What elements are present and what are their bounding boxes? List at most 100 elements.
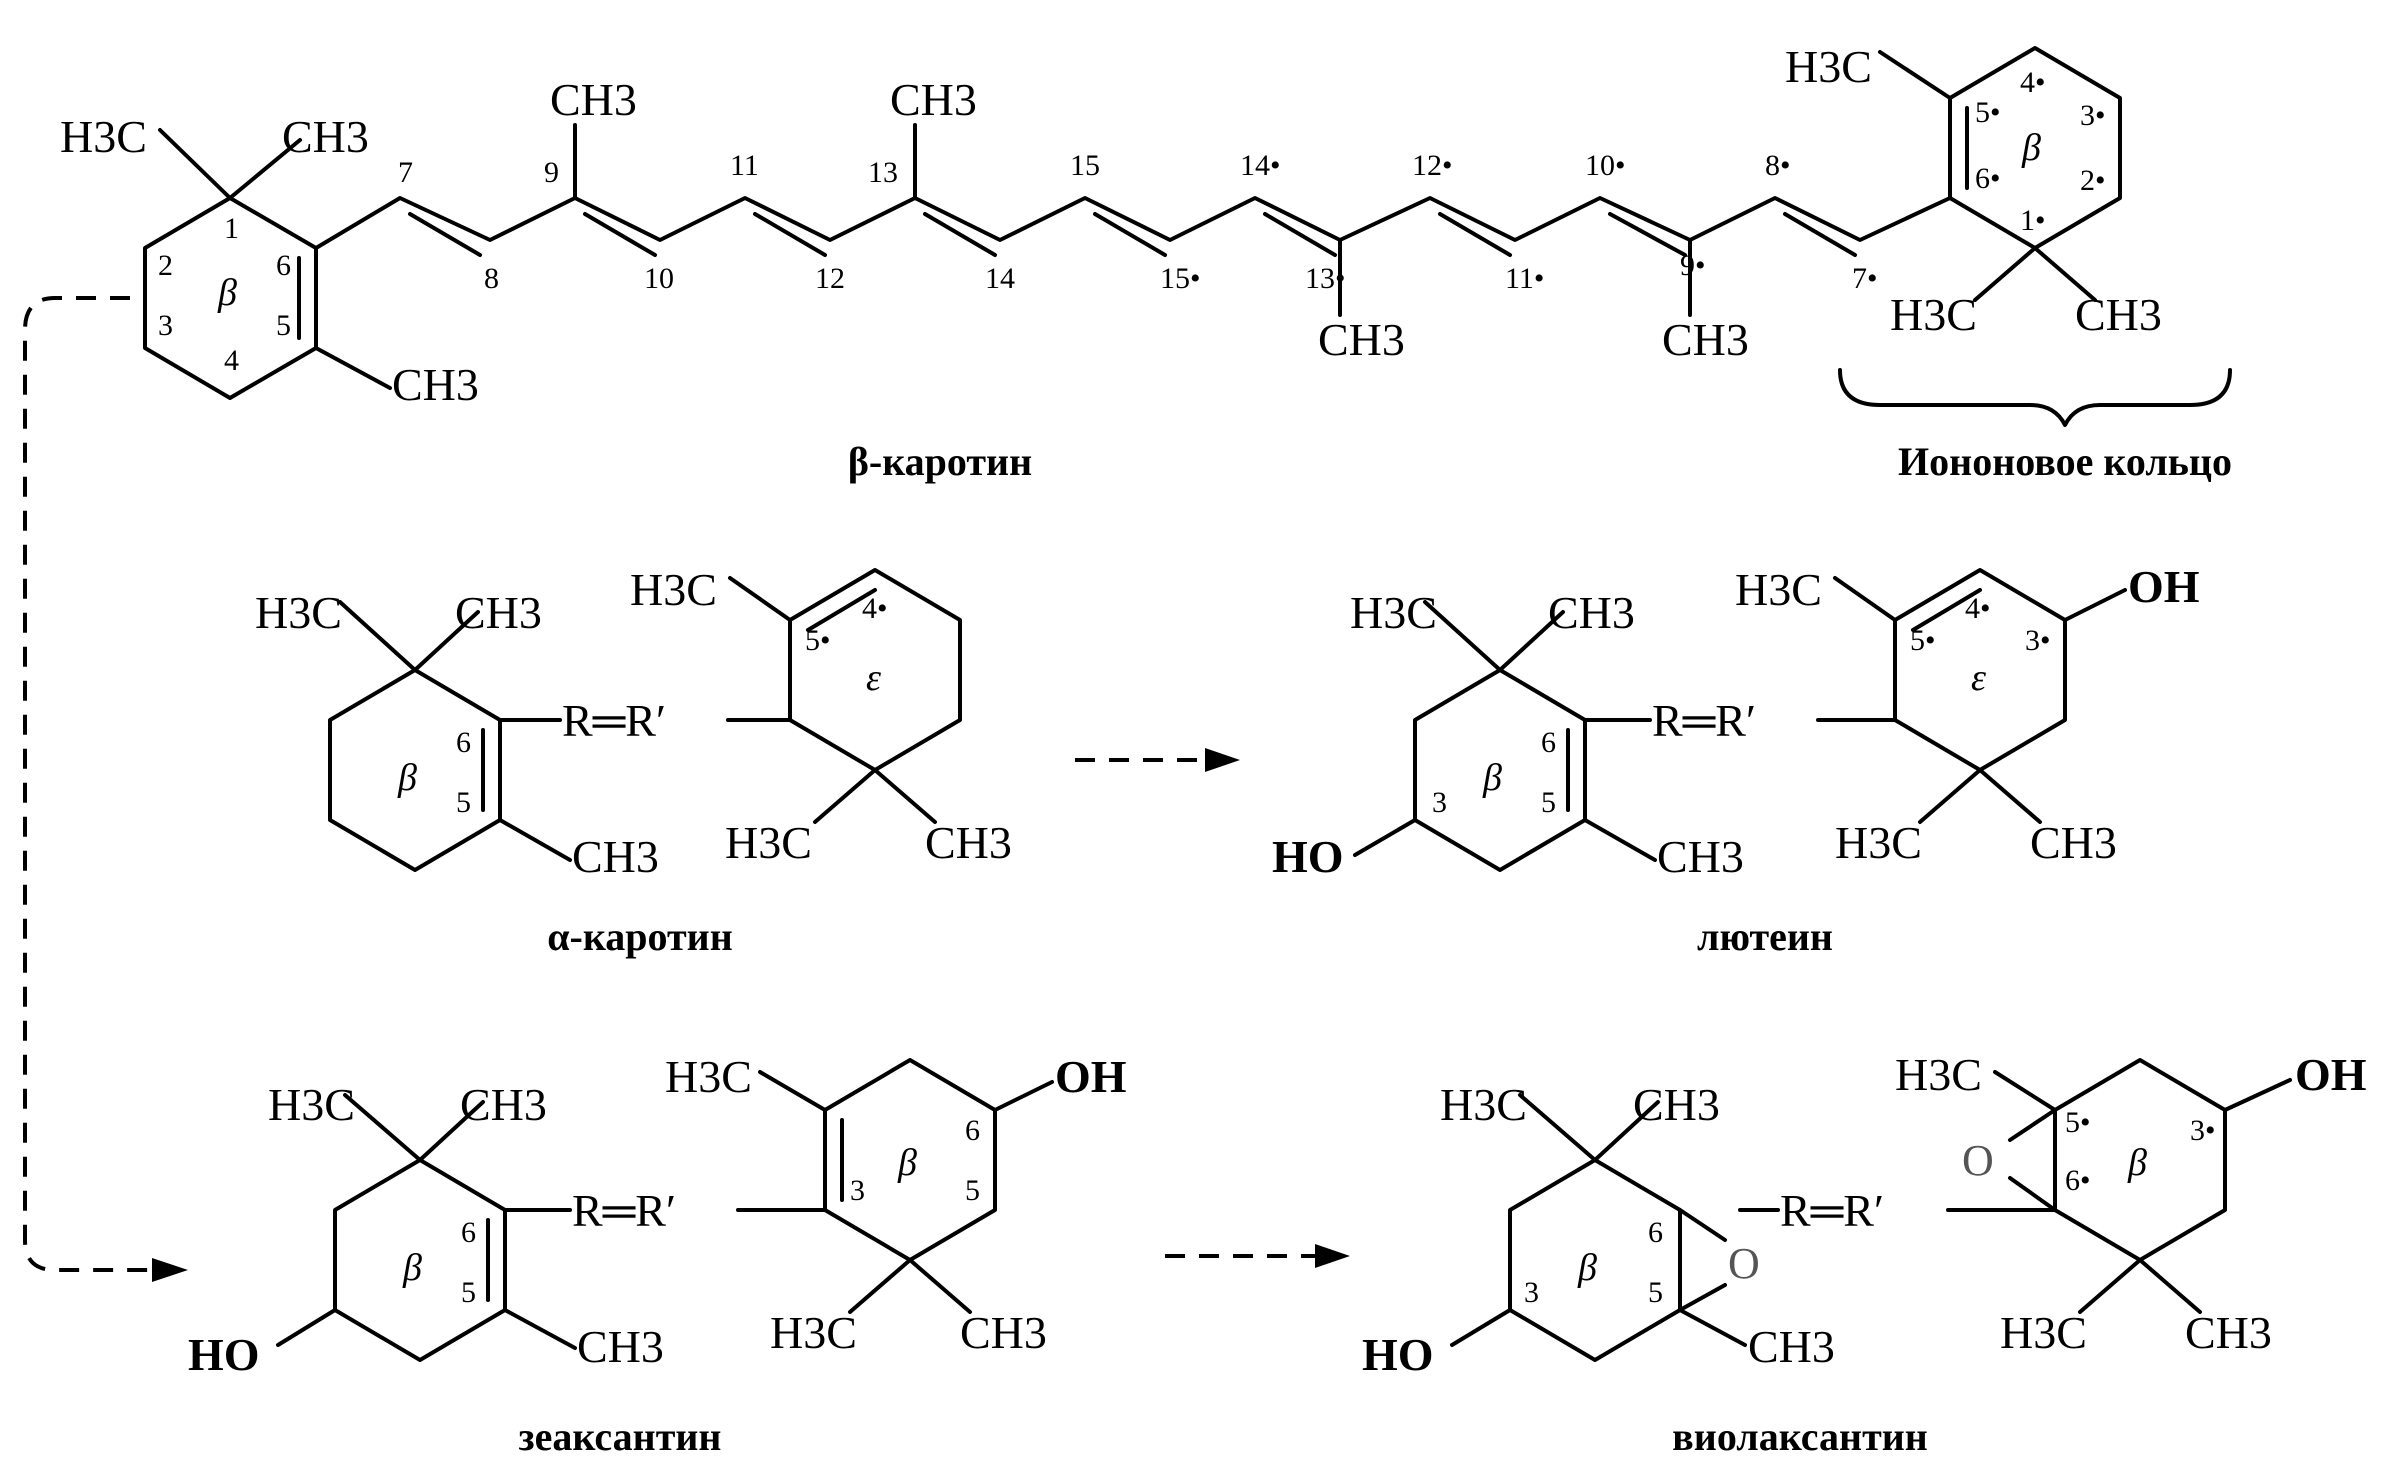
locant: 5•: [805, 624, 831, 657]
methyl: H3C: [630, 564, 717, 615]
locant: 1•: [2020, 204, 2046, 237]
methyl: H3C: [770, 1307, 857, 1358]
c5p-methyl: H3C: [1785, 41, 1872, 92]
locant: 14•: [1240, 149, 1281, 182]
hydroxyl: HO: [1362, 1329, 1434, 1380]
beta-ring-label: β: [2127, 1142, 2147, 1184]
ionone-ring-caption: Иононовое кольцо: [1898, 439, 2232, 484]
locant: 6: [456, 726, 471, 759]
beta-ring-label: β: [1482, 757, 1502, 799]
locant: 6•: [2065, 1164, 2091, 1197]
locant: 5•: [1975, 96, 2001, 129]
violaxanthin-structure: O H3C CH3 CH3 HO 3 6 5 β R═R′ O H3C OH H…: [1362, 1049, 2367, 1459]
methyl: CH3: [1657, 831, 1744, 882]
epsilon-ring-label: ε: [866, 657, 881, 699]
hydroxyl: OH: [2128, 561, 2200, 612]
locant: 10: [644, 262, 674, 295]
locant: 3•: [2080, 99, 2106, 132]
locant: 5: [965, 1174, 980, 1207]
methyl: CH3: [572, 831, 659, 882]
methyl: CH3: [577, 1321, 664, 1372]
locant: 11: [730, 149, 759, 182]
hydroxyl: HO: [188, 1329, 260, 1380]
lutein-caption: лютеин: [1697, 914, 1833, 959]
locant: 12•: [1412, 149, 1453, 182]
methyl: H3C: [725, 817, 812, 868]
methyl: CH3: [2185, 1307, 2272, 1358]
c9p-methyl: CH3: [1662, 314, 1749, 365]
beta-carotene-caption: β-каротин: [848, 439, 1032, 484]
beta-ring-label: β: [217, 272, 237, 314]
c1p-methyl-a: H3C: [1890, 289, 1977, 340]
alpha-carotene-structure: H3C CH3 CH3 6 5 β R═R′ H3C H3C CH3 5• 4•…: [255, 564, 1012, 959]
c13-methyl: CH3: [890, 74, 977, 125]
locant: 6: [965, 1114, 980, 1147]
polyene-chain: [314, 196, 1952, 250]
epoxide-oxygen: O: [1728, 1239, 1760, 1288]
locant: 3•: [2025, 624, 2051, 657]
locant: 2•: [2080, 164, 2106, 197]
locant: 13•: [1305, 262, 1346, 295]
c13p-methyl: CH3: [1318, 314, 1405, 365]
violaxanthin-caption: виолаксантин: [1672, 1414, 1928, 1459]
locant: 4•: [862, 592, 888, 625]
zeaxanthin-caption: зеаксантин: [519, 1414, 722, 1459]
methyl: H3C: [2000, 1307, 2087, 1358]
locant: 5: [456, 786, 471, 819]
c9-methyl: CH3: [550, 74, 637, 125]
locant: 5•: [2065, 1106, 2091, 1139]
locant: 5: [276, 309, 291, 342]
hydroxyl: HO: [1272, 831, 1344, 882]
beta-ring-label: β: [1577, 1247, 1597, 1289]
locant: 5: [1541, 786, 1556, 819]
methyl: CH3: [960, 1307, 1047, 1358]
hydroxyl: OH: [2295, 1049, 2367, 1100]
methyl: CH3: [1748, 1321, 1835, 1372]
locant: 6•: [1975, 162, 2001, 195]
r-bridge: R═R′: [1652, 695, 1756, 746]
methyl: H3C: [665, 1051, 752, 1102]
methyl: CH3: [455, 587, 542, 638]
locant: 9: [544, 156, 559, 189]
beta-ring-label: β: [2021, 127, 2041, 169]
r-bridge: R═R′: [562, 695, 666, 746]
lutein-structure: H3C CH3 CH3 HO 3 6 5 β R═R′ H3C OH H3C C…: [1272, 561, 2200, 959]
locant: 7: [398, 156, 413, 189]
methyl: CH3: [1548, 587, 1635, 638]
locant: 10•: [1585, 149, 1626, 182]
locant: 12: [815, 262, 845, 295]
locant: 8: [484, 262, 499, 295]
locant: 14: [985, 262, 1015, 295]
methyl: H3C: [1895, 1049, 1982, 1100]
locant: 1: [224, 212, 239, 245]
locant: 8•: [1765, 149, 1791, 182]
locant: 6: [1648, 1216, 1663, 1249]
locant: 15: [1070, 149, 1100, 182]
locant: 3: [850, 1174, 865, 1207]
locant: 5: [1648, 1276, 1663, 1309]
methyl: H3C: [255, 587, 342, 638]
zeaxanthin-structure: H3C CH3 CH3 HO 6 5 β R═R′ H3C OH H3C CH3…: [188, 1051, 1127, 1459]
r-bridge: R═R′: [572, 1185, 676, 1236]
locant: 3: [1524, 1276, 1539, 1309]
locant: 4: [224, 344, 239, 377]
c1-methyl-a: H3C: [60, 111, 147, 162]
methyl: H3C: [268, 1079, 355, 1130]
hydroxyl: OH: [1055, 1051, 1127, 1102]
locant: 11•: [1505, 262, 1544, 295]
methyl: CH3: [2030, 817, 2117, 868]
locant: 5•: [1910, 624, 1936, 657]
methyl: CH3: [925, 817, 1012, 868]
beta-ring-label: β: [402, 1247, 422, 1289]
c5-methyl: CH3: [392, 359, 479, 410]
locant: 6: [461, 1216, 476, 1249]
methyl: H3C: [1440, 1079, 1527, 1130]
c1p-methyl-b: CH3: [2075, 289, 2162, 340]
methyl: CH3: [460, 1079, 547, 1130]
methyl: H3C: [1735, 564, 1822, 615]
locant: 5: [461, 1276, 476, 1309]
beta-ring-label: β: [397, 757, 417, 799]
epsilon-ring-label: ε: [1971, 657, 1986, 699]
locant: 13: [868, 156, 898, 189]
